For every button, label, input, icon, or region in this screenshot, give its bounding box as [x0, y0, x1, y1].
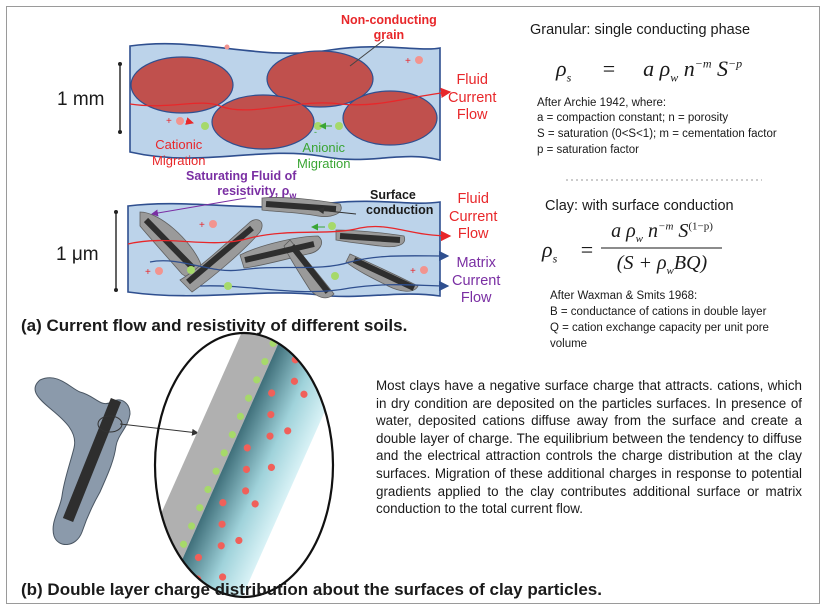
label-fluid-current-flow-top: Fluid Current Flow	[448, 72, 497, 123]
cation-dot	[219, 573, 227, 581]
clay-def-1: B = conductance of cations in double lay…	[550, 306, 767, 318]
granular-soil-band: + - +	[118, 39, 452, 162]
anion-dot	[253, 376, 261, 384]
label-anionic-migration: Anionic Migration	[297, 140, 351, 171]
svg-text:-: -	[314, 127, 317, 137]
double-layer-paragraph: Most clays have a negative surface charg…	[376, 378, 802, 517]
anion-dot	[261, 357, 269, 366]
anion-dot	[212, 467, 220, 475]
anion-dot	[171, 558, 180, 567]
figure-frame	[6, 6, 820, 604]
grain	[211, 94, 315, 150]
svg-text:+: +	[405, 56, 411, 67]
anion-dot	[179, 540, 188, 548]
clay-def-2: Q = cation exchange capacity per unit po…	[550, 322, 769, 334]
cation-dot	[251, 500, 259, 508]
cation-dot	[316, 354, 324, 362]
grain	[130, 56, 234, 114]
label-matrix-current-flow: Matrix Current Flow	[452, 255, 501, 306]
grain	[342, 90, 438, 146]
matrix-flow-line	[199, 280, 450, 293]
anion-dot	[204, 485, 212, 494]
label-saturating-fluid: Saturating Fluid of resistivity, ρw	[186, 169, 297, 201]
cation-dot	[235, 536, 243, 545]
caption-panel-a: (a) Current flow and resistivity of diff…	[21, 316, 408, 335]
svg-text:+: +	[145, 267, 151, 278]
cation-dot	[242, 465, 251, 473]
current-flow-line	[129, 87, 452, 111]
clay-equation-numerator: a ρw n−m S(1−p)	[611, 220, 713, 245]
svg-text:+: +	[199, 220, 205, 231]
clay-def-3: volume	[550, 338, 588, 350]
anion-dot	[245, 394, 253, 402]
anion-dot	[236, 412, 245, 420]
clay-title: Clay: with surface conduction	[545, 198, 734, 214]
cation-dot	[242, 487, 250, 495]
caption-panel-b: (b) Double layer charge distribution abo…	[21, 580, 602, 599]
granular-equation: ρs =a ρw n−m S−p	[556, 56, 743, 85]
matrix-flow-line	[149, 250, 450, 272]
cation-dot	[268, 389, 276, 397]
granular-def-1: a = compaction constant; n = porosity	[537, 112, 729, 124]
anion-dot	[220, 449, 228, 457]
cation-dot	[218, 520, 226, 528]
svg-text:+: +	[410, 266, 416, 277]
cation-dot	[194, 553, 203, 562]
label-fluid-current-flow-bottom: Fluid Current Flow	[449, 191, 498, 242]
svg-text:+: +	[166, 116, 172, 127]
granular-after: After Archie 1942, where:	[537, 97, 667, 109]
label-cationic-migration: Cationic Migration	[152, 137, 206, 168]
clay-after: After Waxman & Smits 1968:	[550, 290, 698, 302]
cation-dot	[267, 463, 276, 471]
cation-dot	[266, 432, 274, 440]
granular-title: Granular: single conducting phase	[530, 22, 751, 38]
granular-def-2: S = saturation (0<S<1); m = cementation …	[537, 128, 777, 140]
label-nonconducting-grain: Non-conducting grain	[341, 13, 437, 42]
anion-dot	[188, 522, 196, 530]
granular-def-3: p = saturation factor	[537, 144, 639, 156]
cation-dot	[284, 427, 292, 435]
grain	[266, 50, 374, 108]
current-flow-line	[127, 225, 452, 245]
clay-equation-lhs: ρs =	[542, 237, 594, 266]
cation-dot	[219, 499, 227, 507]
clay-particle-drawing	[34, 331, 335, 599]
clay-soil-band: + + +	[114, 197, 452, 299]
scale-label-1mm: 1 mm	[57, 89, 105, 110]
cation-dot	[300, 390, 308, 398]
cation-dot	[217, 542, 225, 550]
clay-equation-denominator: (S + ρwBQ)	[616, 252, 708, 277]
cation-dot	[290, 377, 299, 385]
scale-label-1um: 1 μm	[56, 244, 99, 265]
anion-dot	[228, 431, 236, 439]
label-surface-conduction: Surface conduction	[366, 188, 434, 217]
anion-dot	[196, 504, 204, 512]
cation-dot	[243, 444, 251, 452]
cation-dot	[267, 410, 275, 419]
